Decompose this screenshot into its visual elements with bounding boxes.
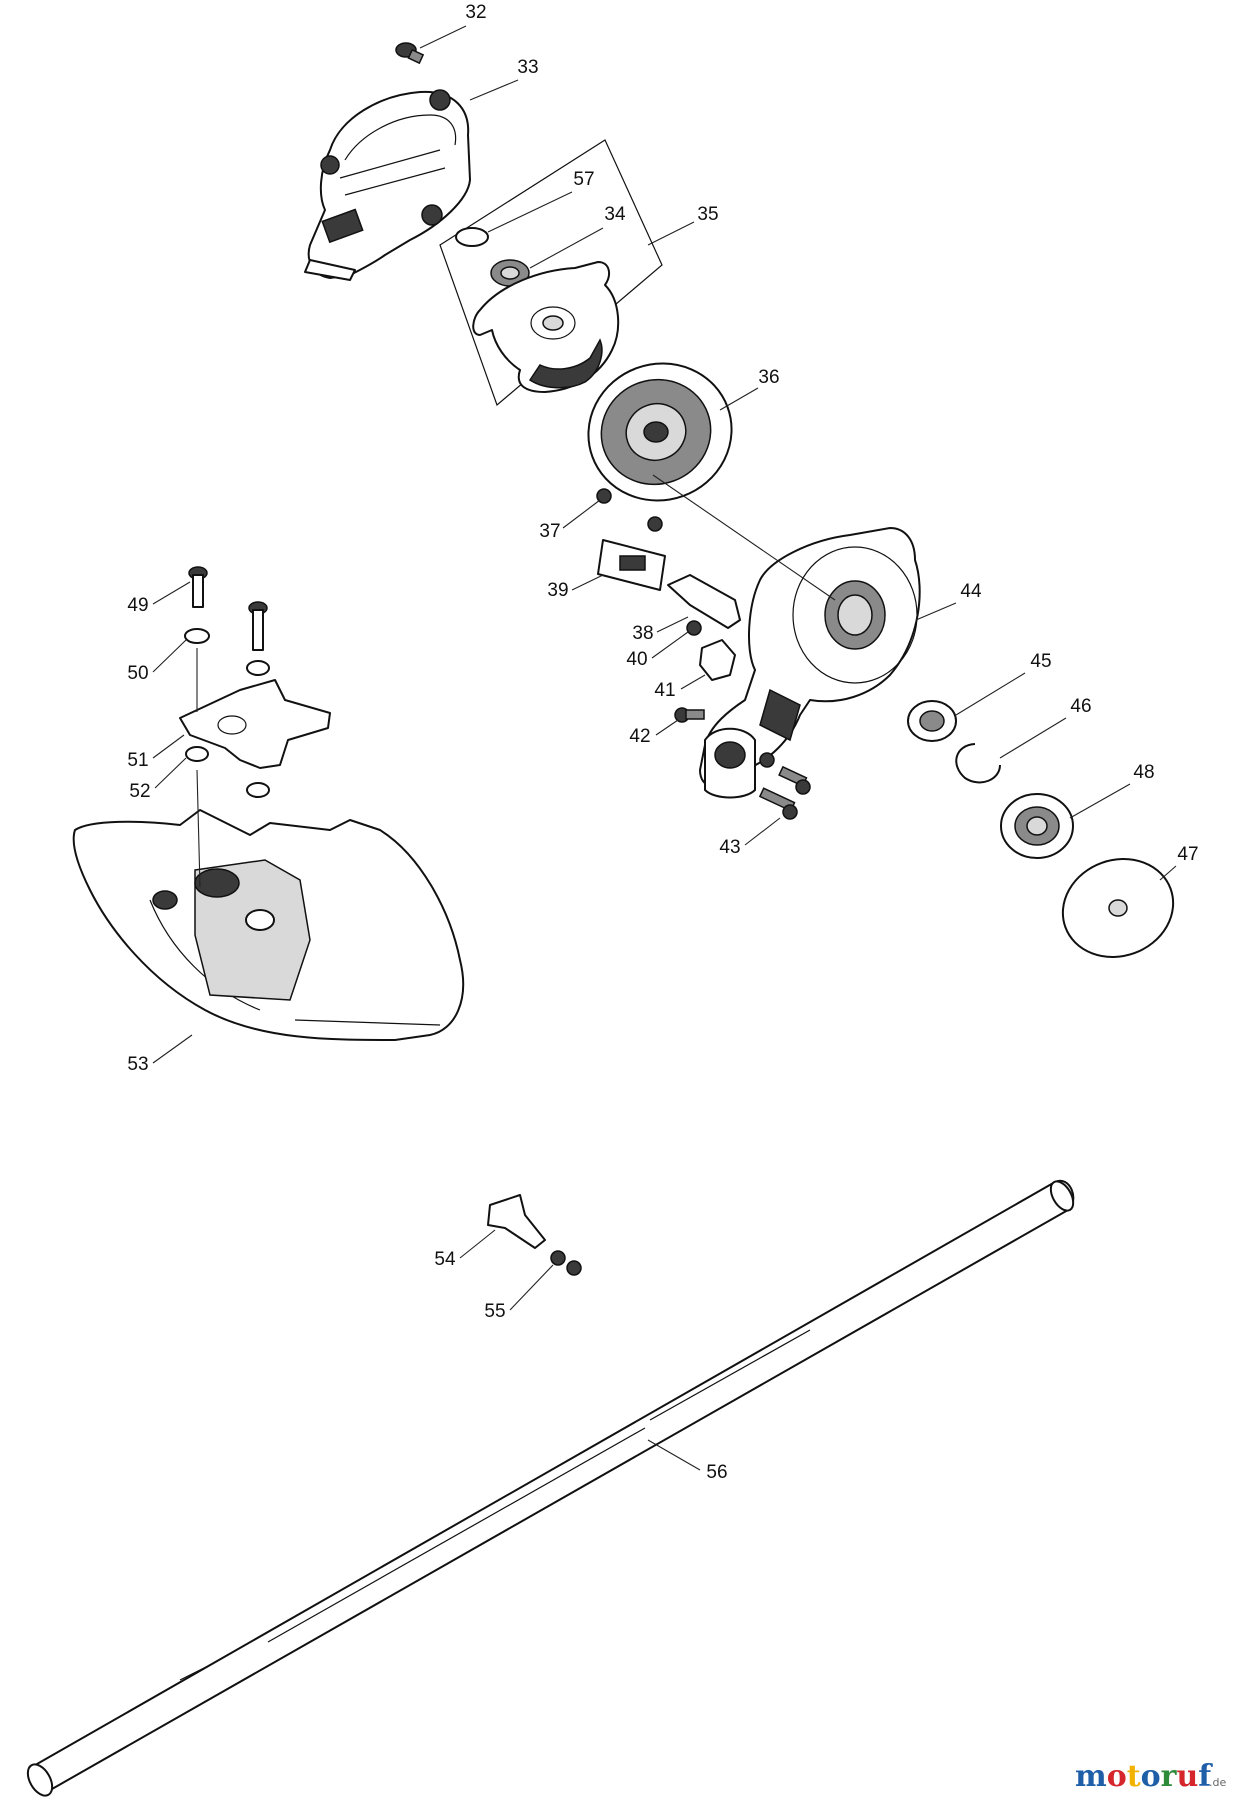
leader-line-51 <box>152 734 185 759</box>
leader-line-56 <box>647 1439 701 1471</box>
callout-44: 44 <box>960 581 982 602</box>
callout-55: 55 <box>484 1301 505 1322</box>
part-56-shaft <box>26 1179 1075 1797</box>
callout-34: 34 <box>604 204 626 225</box>
watermark-logo: motoruf .de <box>1075 1759 1226 1794</box>
leader-line-45 <box>955 672 1026 716</box>
leader-line-48 <box>1069 783 1131 819</box>
leader-line-49 <box>152 581 191 605</box>
part-50-washer <box>184 628 210 644</box>
callout-53: 53 <box>127 1054 148 1075</box>
leader-line-42 <box>655 719 679 736</box>
part-51-bracket <box>179 679 331 769</box>
callout-43: 43 <box>719 837 740 858</box>
watermark-letter: f <box>1198 1759 1213 1794</box>
leader-line-40 <box>651 631 689 659</box>
callout-36: 36 <box>758 367 779 388</box>
part-45-bearing <box>907 700 957 742</box>
leader-line-37 <box>562 499 601 529</box>
part-55-screws <box>550 1250 582 1276</box>
part-44-gear-housing <box>699 527 921 799</box>
part-57-o-ring <box>455 227 489 247</box>
part-43-bolts <box>758 765 811 820</box>
part-48-flange <box>1000 793 1074 859</box>
leader-line-46 <box>999 717 1067 759</box>
watermark-letter: r <box>1161 1759 1178 1794</box>
leader-line-47 <box>1159 865 1177 881</box>
leader-line-44 <box>915 602 957 621</box>
leader-line-57 <box>487 191 573 233</box>
callout-48: 48 <box>1133 762 1154 783</box>
part-39-plate <box>597 539 666 591</box>
watermark-text: motoruf <box>1075 1759 1213 1794</box>
part-49-bolt-second <box>246 601 270 676</box>
part-52-nuts <box>185 746 270 798</box>
leader-line-32 <box>419 25 467 49</box>
leader-line-36 <box>719 387 759 411</box>
part-32-bolt <box>395 42 425 65</box>
callout-40: 40 <box>626 649 647 670</box>
part-33-top-cover <box>304 89 471 281</box>
watermark-letter: o <box>1141 1759 1161 1794</box>
assembly-axis-line <box>196 769 201 888</box>
part-42-screw <box>674 707 705 723</box>
leader-line-41 <box>680 674 706 690</box>
watermark-letter: m <box>1075 1759 1107 1794</box>
watermark-letter: t <box>1127 1759 1141 1794</box>
callout-35: 35 <box>697 204 718 225</box>
leader-line-38 <box>656 616 689 633</box>
watermark-letter: u <box>1176 1759 1198 1794</box>
callout-56: 56 <box>706 1462 727 1483</box>
callout-42: 42 <box>629 726 650 747</box>
leader-line-34 <box>529 227 604 269</box>
part-54-bracket <box>487 1194 546 1249</box>
part-40-screw <box>686 620 702 636</box>
part-34-bearing <box>490 259 530 287</box>
part-46-circlip <box>955 743 1001 784</box>
callout-45: 45 <box>1030 651 1051 672</box>
watermark-letter: o <box>1107 1759 1127 1794</box>
leader-line-54 <box>459 1229 496 1259</box>
assembly-axis-line <box>652 474 836 601</box>
callout-33: 33 <box>517 57 538 78</box>
callout-51: 51 <box>127 750 148 771</box>
callout-39: 39 <box>547 580 568 601</box>
leader-line-50 <box>152 639 187 673</box>
part-37-screws <box>596 488 663 532</box>
leader-line-35 <box>647 221 695 246</box>
part-41-block <box>699 639 736 681</box>
leader-line-43 <box>744 817 781 846</box>
leader-line-55 <box>509 1264 554 1311</box>
callout-49: 49 <box>127 595 148 616</box>
callout-57: 57 <box>573 169 594 190</box>
callout-46: 46 <box>1070 696 1091 717</box>
callout-layer: 32 33 57 34 35 36 37 39 38 40 41 42 43 44 45 46 48 47 49 50… <box>127 2 1198 1483</box>
callout-54: 54 <box>434 1249 456 1270</box>
callout-32: 32 <box>465 2 486 23</box>
leader-line-53 <box>152 1034 193 1064</box>
part-38-lever <box>667 574 741 629</box>
part-53-guard <box>72 809 465 1041</box>
watermark-suffix: .de <box>1209 1776 1226 1789</box>
part-35-gear-case <box>472 261 620 393</box>
part-49-bolt <box>188 566 208 608</box>
part-47-washer <box>1061 857 1175 959</box>
leader-line-33 <box>469 79 519 101</box>
callout-37: 37 <box>539 521 560 542</box>
leader-line-52 <box>154 757 187 789</box>
callout-47: 47 <box>1177 844 1198 865</box>
part-35-assembly-box <box>439 139 663 407</box>
callout-38: 38 <box>632 623 653 644</box>
callout-52: 52 <box>129 781 150 802</box>
leader-line-39 <box>571 574 604 591</box>
callout-41: 41 <box>654 680 675 701</box>
part-36-gear <box>587 362 733 502</box>
callout-50: 50 <box>127 663 148 684</box>
